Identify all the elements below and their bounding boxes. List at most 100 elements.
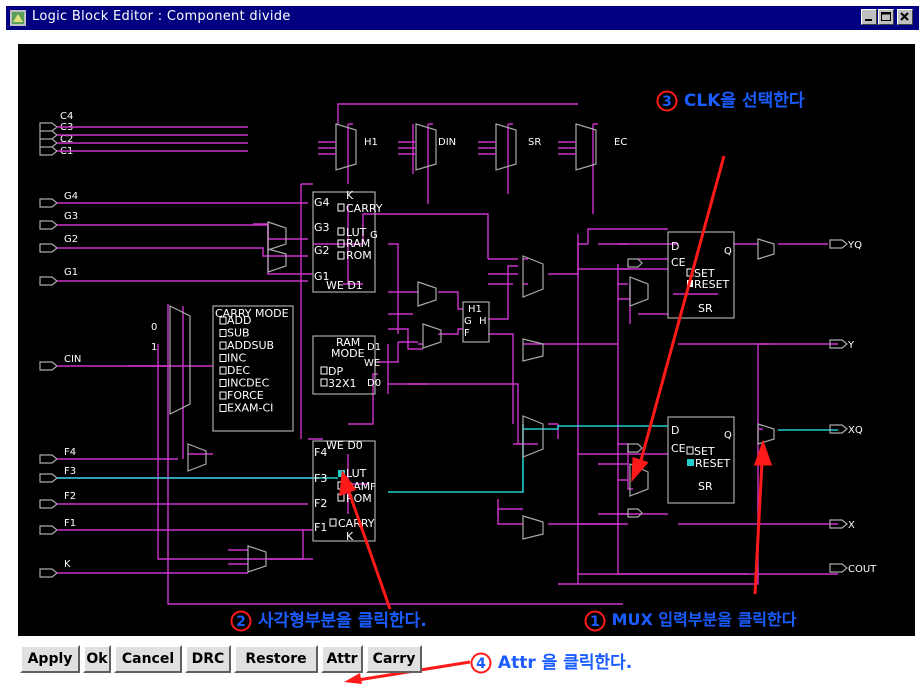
app-icon bbox=[10, 10, 26, 26]
h-block-h: H bbox=[479, 316, 487, 327]
ffl-reset: RESET bbox=[695, 457, 731, 470]
g-in-g4: G4 bbox=[314, 196, 330, 209]
ram-32x1-checkbox[interactable] bbox=[320, 378, 328, 387]
pin-f2: F2 bbox=[64, 491, 76, 502]
small-muxes[interactable] bbox=[187, 221, 775, 573]
cancel-button[interactable]: Cancel bbox=[114, 645, 182, 673]
ffl-set-checkbox[interactable] bbox=[686, 446, 694, 455]
h-block[interactable]: H1 G H F bbox=[462, 301, 490, 343]
pin-k: K bbox=[64, 559, 71, 570]
flipflop-lower[interactable]: D CE Q SET RESET SR bbox=[667, 416, 735, 504]
f-lut-k-label: K bbox=[346, 530, 354, 543]
g-out-label: G bbox=[370, 230, 378, 241]
g-ram-checkbox[interactable] bbox=[337, 239, 345, 248]
pin-xq: XQ bbox=[848, 425, 863, 436]
carry-mux[interactable]: 0 1 bbox=[151, 305, 191, 415]
g-rom-checkbox[interactable] bbox=[337, 251, 345, 260]
carry-mode-option-checkbox[interactable] bbox=[219, 316, 227, 325]
ram-mode-block[interactable]: RAM MODE D1 WE D0 DP 32X1 bbox=[312, 335, 381, 395]
ffl-set: SET bbox=[694, 445, 715, 458]
pin-y: Y bbox=[847, 340, 855, 351]
pin-cin: CIN bbox=[64, 354, 81, 365]
g-carry-label: CARRY bbox=[346, 202, 383, 215]
ram-dp-label: DP bbox=[328, 365, 343, 378]
carry-mode-option-label: SUB bbox=[227, 327, 250, 340]
carry-mode-block[interactable]: CARRY MODE ADDSUBADDSUBINCDECINCDECFORCE… bbox=[212, 305, 294, 432]
carry-mode-option-checkbox[interactable] bbox=[219, 329, 227, 337]
g-we-d1-label: WE D1 bbox=[326, 279, 363, 292]
close-button[interactable] bbox=[897, 9, 913, 25]
f-lut-label: LUT bbox=[346, 467, 367, 480]
step4-number: 4 bbox=[476, 656, 486, 672]
f-lut-block[interactable]: WE D0 F4 F3 LUT RAM F ROM F2 F1 CARRY K bbox=[312, 439, 376, 543]
g-carry-checkbox[interactable] bbox=[337, 203, 345, 212]
pin-g1: G1 bbox=[64, 267, 78, 278]
drc-button[interactable]: DRC bbox=[185, 645, 231, 673]
minimize-button[interactable] bbox=[861, 9, 877, 25]
schematic-canvas[interactable]: .w { stroke:#cc33cc; stroke-width:1.4; f… bbox=[18, 44, 915, 636]
pin-yq: YQ bbox=[847, 240, 862, 251]
f-carry-checkbox[interactable] bbox=[329, 518, 337, 527]
carry-mode-option-checkbox[interactable] bbox=[219, 379, 227, 387]
ffl-sr: SR bbox=[698, 480, 713, 493]
input-pins: C4 C3 C2 C1 G4 G3 G2 G1 CIN F4 F3 F2 F1 … bbox=[39, 111, 81, 578]
ffu-sr: SR bbox=[698, 302, 713, 315]
step3-number: 3 bbox=[662, 94, 672, 110]
ram-mode-title-1: RAM bbox=[336, 336, 360, 349]
ok-button[interactable]: Ok bbox=[83, 645, 111, 673]
annotation-step3: 3 CLK을 선택한다 bbox=[656, 86, 805, 112]
pin-f4: F4 bbox=[64, 447, 76, 458]
step2-number: 2 bbox=[236, 614, 246, 630]
pin-c2: C2 bbox=[60, 134, 73, 145]
f-carry-label: CARRY bbox=[338, 517, 375, 530]
g-in-g1: G1 bbox=[314, 270, 330, 283]
ram-pin-we: WE bbox=[364, 358, 380, 369]
g-in-g3: G3 bbox=[314, 221, 330, 234]
ram-dp-checkbox[interactable] bbox=[320, 366, 328, 375]
carry-mode-option-label: DEC bbox=[227, 364, 250, 377]
carry-mode-option-checkbox[interactable] bbox=[219, 354, 227, 362]
annotation-step1: 1 MUX 입력부분을 클릭한다 bbox=[584, 606, 796, 632]
restore-button[interactable]: Restore bbox=[234, 645, 318, 673]
mux-label-ec: EC bbox=[614, 137, 627, 148]
carry-mode-option-checkbox[interactable] bbox=[219, 391, 227, 400]
g-lut-k-label: K bbox=[346, 189, 354, 202]
ffl-reset-checkbox[interactable] bbox=[687, 459, 694, 466]
pin-g4: G4 bbox=[64, 191, 78, 202]
ram-mode-title-2: MODE bbox=[331, 347, 365, 360]
h-block-f: F bbox=[464, 328, 470, 339]
top-muxes: H1 DIN SR EC bbox=[318, 123, 627, 171]
f-in-f2: F2 bbox=[314, 497, 327, 510]
step1-number: 1 bbox=[590, 614, 600, 630]
ffu-q: Q bbox=[724, 246, 732, 257]
wires bbox=[57, 103, 838, 605]
attr-button[interactable]: Attr bbox=[321, 645, 363, 673]
f-we-d0-label: WE D0 bbox=[326, 439, 363, 452]
pin-c4: C4 bbox=[60, 111, 73, 122]
carry-mode-option-label: FORCE bbox=[227, 389, 264, 402]
g-in-g2: G2 bbox=[314, 244, 330, 257]
carry-mode-option-label: INC bbox=[227, 352, 246, 365]
carry-mode-option-checkbox[interactable] bbox=[219, 341, 227, 350]
step4-text: Attr 을 클릭한다. bbox=[497, 653, 633, 673]
f-out-label: F bbox=[370, 482, 376, 493]
pin-g2: G2 bbox=[64, 234, 78, 245]
g-lut-checkbox[interactable] bbox=[337, 227, 345, 236]
carry-mode-option-checkbox[interactable] bbox=[219, 366, 227, 375]
g-lut-block[interactable]: K CARRY G4 G3 LUT G G2 RAM ROM G1 WE D1 bbox=[312, 189, 383, 293]
carry-mode-option-label: ADD bbox=[227, 314, 251, 327]
ffl-d: D bbox=[671, 424, 679, 437]
ffl-ce: CE bbox=[671, 442, 686, 455]
carry-button[interactable]: Carry bbox=[366, 645, 422, 673]
f-in-f3: F3 bbox=[314, 472, 327, 485]
apply-button[interactable]: Apply bbox=[20, 645, 80, 673]
g-rom-label: ROM bbox=[346, 249, 372, 262]
maximize-button[interactable] bbox=[878, 9, 894, 25]
carry-mode-option-checkbox[interactable] bbox=[219, 404, 227, 412]
f-lut-checkbox[interactable] bbox=[338, 470, 345, 477]
step1-text: MUX 입력부분을 클릭한다 bbox=[611, 610, 797, 629]
step2-text: 사각형부분을 클릭한다. bbox=[257, 611, 427, 631]
step3-text: CLK을 선택한다 bbox=[683, 91, 805, 111]
ram-pin-d1: D1 bbox=[367, 342, 381, 353]
